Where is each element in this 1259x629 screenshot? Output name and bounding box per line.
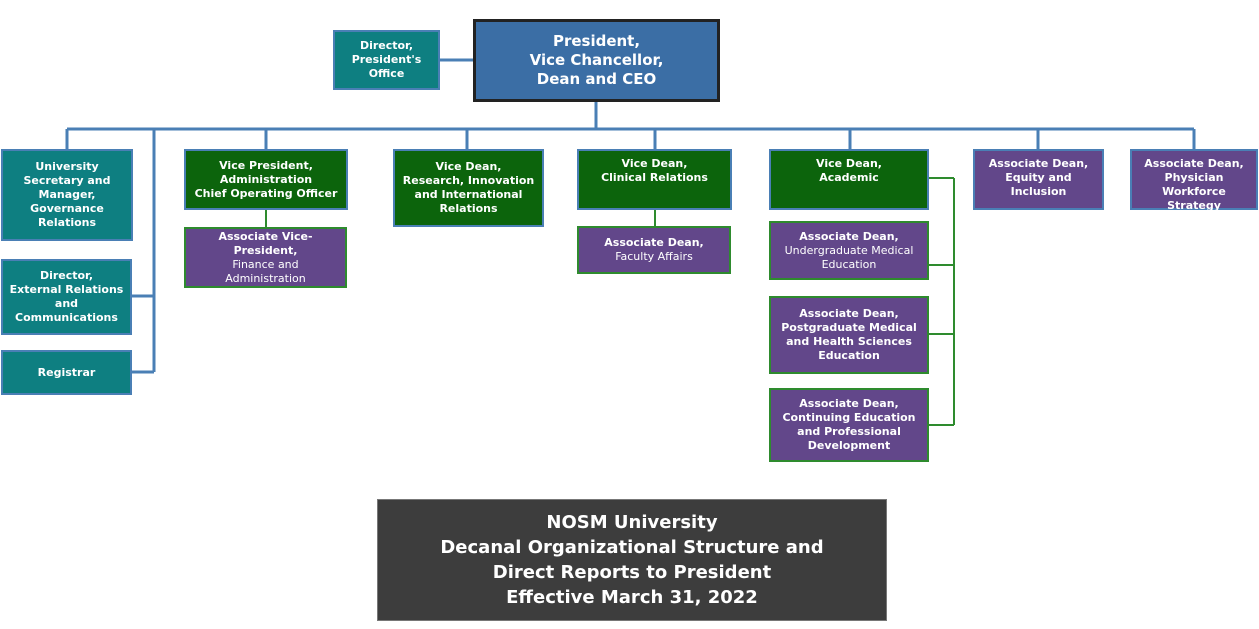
chart-title-box: NOSM University Decanal Organizational S… [377, 499, 887, 621]
university-secretary-box: University Secretary and Manager, Govern… [1, 149, 133, 241]
president-box: President, Vice Chancellor, Dean and CEO [473, 19, 720, 102]
vd-research-box: Vice Dean, Research, Innovation and Inte… [393, 149, 544, 227]
ad-undergraduate-subtitle: Undergraduate Medical Education [784, 243, 914, 271]
vd-academic-box: Vice Dean, Academic [769, 149, 929, 210]
ad-equity-box: Associate Dean, Equity and Inclusion [973, 149, 1104, 210]
ad-faculty-affairs-box: Associate Dean, Faculty Affairs [577, 226, 731, 274]
ad-undergraduate-title: Associate Dean, [799, 229, 899, 243]
avp-finance-title: Associate Vice-President, [218, 229, 313, 257]
avp-finance-text: Associate Vice-President, Finance and Ad… [190, 230, 341, 286]
ad-faculty-affairs-text: Associate Dean, Faculty Affairs [604, 236, 703, 264]
ad-faculty-affairs-subtitle: Faculty Affairs [615, 250, 693, 263]
avp-finance-box: Associate Vice-President, Finance and Ad… [184, 227, 347, 288]
ad-faculty-affairs-title: Associate Dean, [604, 236, 704, 249]
director-presidents-office-box: Director, President's Office [333, 30, 440, 90]
ad-undergraduate-text: Associate Dean, Undergraduate Medical Ed… [785, 230, 914, 272]
vd-clinical-box: Vice Dean, Clinical Relations [577, 149, 732, 210]
ad-undergraduate-box: Associate Dean, Undergraduate Medical Ed… [769, 221, 929, 280]
registrar-box: Registrar [1, 350, 132, 395]
ad-continuing-box: Associate Dean, Continuing Education and… [769, 388, 929, 462]
ad-postgraduate-box: Associate Dean, Postgraduate Medical and… [769, 296, 929, 374]
ad-physician-box: Associate Dean, Physician Workforce Stra… [1130, 149, 1258, 212]
director-external-relations-box: Director, External Relations and Communi… [1, 259, 132, 335]
vp-administration-box: Vice President, Administration Chief Ope… [184, 149, 348, 210]
avp-finance-subtitle: Finance and Administration [225, 257, 306, 285]
